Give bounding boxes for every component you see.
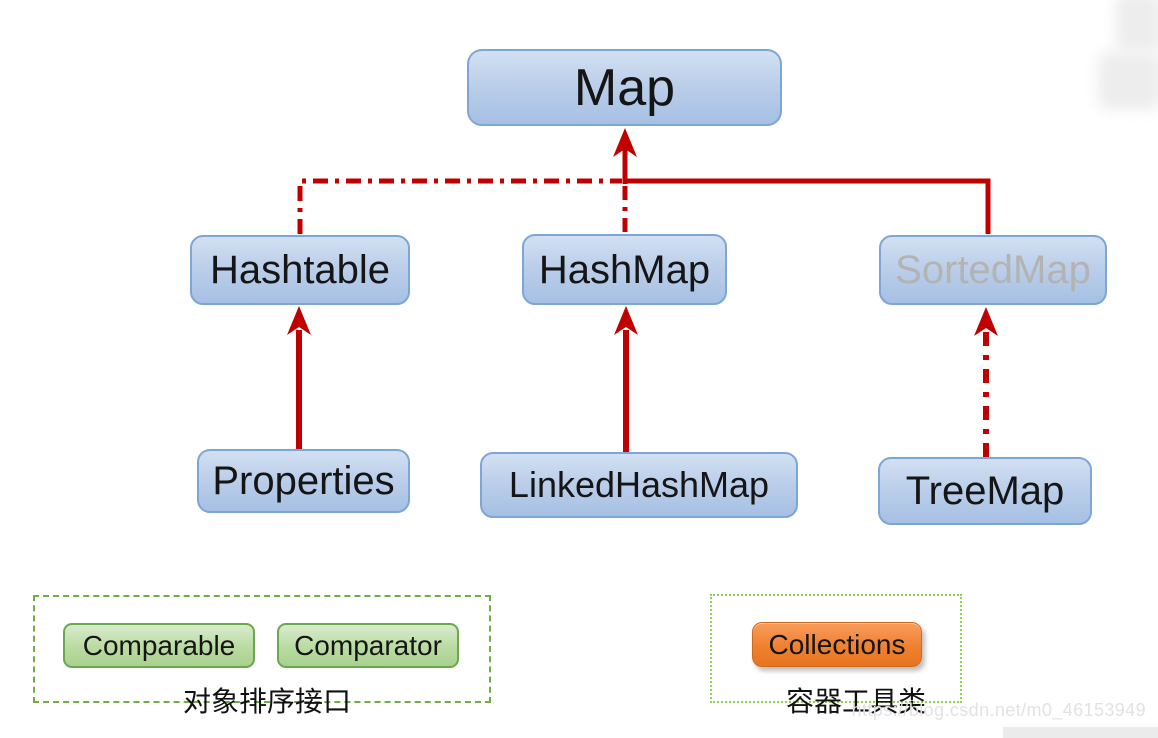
watermark-url: https://blog.csdn.net/m0_46153949	[851, 700, 1146, 720]
arrowhead-sortedmap	[974, 307, 998, 336]
arrowhead-hashmap	[614, 306, 638, 335]
node-hashtable-label: Hashtable	[209, 248, 391, 292]
node-hashtable: Hashtable	[190, 235, 410, 305]
node-comparator: Comparator	[277, 623, 459, 668]
node-properties: Properties	[197, 449, 410, 513]
edge-hashtable-map	[297, 178, 622, 234]
legend-sorting-interfaces: Comparable Comparator	[33, 595, 491, 703]
node-linkedhashmap-label: LinkedHashMap	[508, 464, 770, 505]
node-map-label: Map	[573, 58, 676, 117]
legend-container-utility: Collections	[710, 594, 962, 703]
node-hashmap-label: HashMap	[538, 247, 711, 292]
node-properties-label: Properties	[212, 459, 395, 503]
node-sortedmap: SortedMap	[879, 235, 1107, 305]
node-collections: Collections	[752, 622, 922, 667]
window-artifact-bottom	[1003, 727, 1158, 738]
node-map: Map	[467, 49, 782, 126]
node-treemap: TreeMap	[878, 457, 1092, 525]
node-treemap-label: TreeMap	[905, 469, 1065, 513]
window-artifact-top	[1116, 0, 1158, 52]
node-comparable: Comparable	[63, 623, 255, 668]
node-hashmap: HashMap	[522, 234, 727, 305]
node-collections-label: Collections	[768, 628, 906, 660]
node-sortedmap-label: SortedMap	[895, 248, 1091, 292]
node-comparator-label: Comparator	[294, 629, 442, 661]
edge-sortedmap-map	[625, 178, 991, 234]
arrowhead-hashtable	[287, 306, 311, 335]
caption-sorting-interfaces: 对象排序接口	[183, 687, 352, 718]
node-linkedhashmap: LinkedHashMap	[480, 452, 798, 518]
window-artifact-top2	[1098, 52, 1158, 110]
node-comparable-label: Comparable	[82, 629, 236, 661]
caption-container-utility: 容器工具类	[786, 687, 927, 718]
arrowhead-map	[613, 128, 637, 157]
